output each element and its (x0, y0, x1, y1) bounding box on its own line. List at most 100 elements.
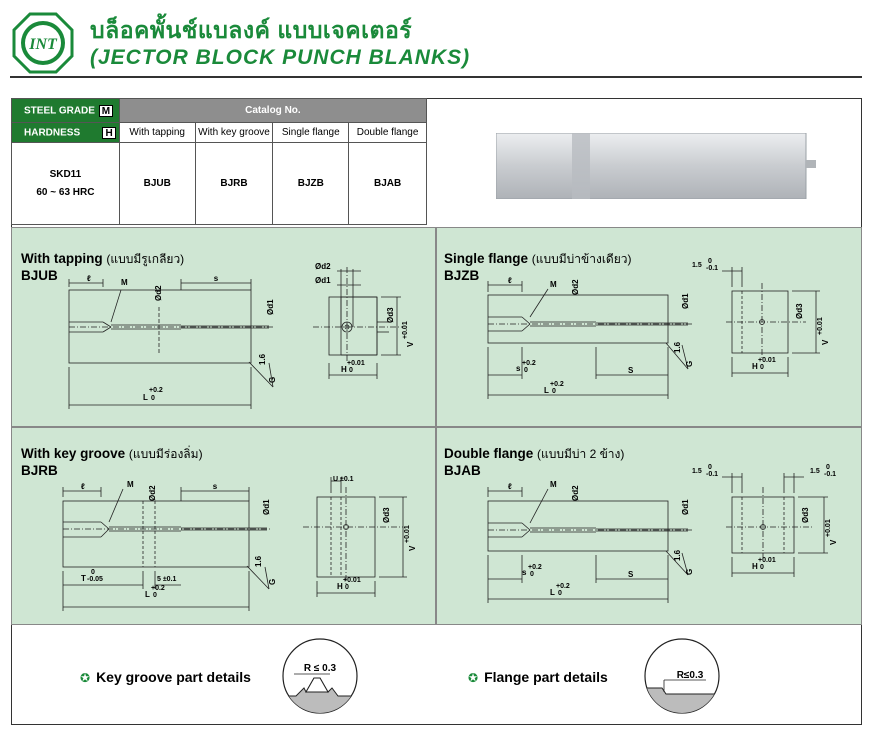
logo-text: INT (28, 36, 58, 53)
svg-text:ℓ: ℓ (87, 274, 91, 283)
svg-text:0: 0 (760, 564, 764, 571)
code-bjab: BJAB (348, 142, 427, 225)
title-thai: บล็อคพั้นช์แบลงค์ แบบเจคเตอร์ (90, 17, 413, 43)
drawing-double-flange: ℓ M Ød2 Ød1 1.6 G s+0.20 S L+0.20 1.50-0… (487, 464, 838, 603)
panel-single-flange (436, 227, 862, 427)
svg-text:L: L (550, 588, 555, 597)
svg-text:H: H (752, 362, 758, 371)
svg-text:1.6: 1.6 (673, 549, 682, 561)
svg-text:R ≤ 0.3: R ≤ 0.3 (304, 663, 337, 674)
svg-text:H: H (337, 582, 343, 591)
col-with-tapping: With tapping (118, 122, 196, 143)
svg-text:s: s (213, 482, 218, 491)
title-english: (JECTOR BLOCK PUNCH BLANKS) (90, 46, 471, 69)
col-key-groove: With key groove (194, 122, 274, 143)
svg-text:0: 0 (558, 590, 562, 597)
panel-title-key-groove: With key groove (แบบมีร่องลิ่ม) (21, 446, 203, 461)
key-groove-details: ✪Key groove part details (80, 669, 251, 685)
svg-text:+0.01: +0.01 (343, 577, 361, 584)
svg-text:S: S (628, 366, 634, 375)
svg-text:0: 0 (826, 464, 830, 471)
svg-text:L: L (143, 393, 148, 402)
svg-text:0: 0 (760, 364, 764, 371)
svg-text:5 ±0.1: 5 ±0.1 (157, 576, 177, 583)
code-bjzb: BJZB (272, 142, 350, 225)
header-rule (10, 76, 862, 78)
svg-text:Ød2: Ød2 (571, 279, 580, 295)
svg-text:G: G (685, 361, 694, 367)
svg-text:s: s (516, 364, 521, 373)
svg-text:1.5: 1.5 (810, 468, 820, 475)
svg-text:L: L (145, 590, 150, 599)
flange-detail-icon: R≤0.3 (644, 638, 720, 714)
catalog-no-header: Catalog No. (118, 98, 428, 123)
svg-text:T: T (81, 574, 86, 583)
drawing-key-groove: ℓ M s Ød2 Ød1 1.6 G T0-0.05 5 ±0.1 L+0.2… (62, 476, 417, 611)
svg-text:ℓ: ℓ (81, 482, 85, 491)
svg-text:M: M (550, 480, 557, 489)
panel-double-flange (436, 427, 862, 625)
svg-text:+0.2: +0.2 (528, 564, 542, 571)
col-single-flange: Single flange (272, 122, 350, 143)
svg-text:+0.2: +0.2 (149, 387, 163, 394)
svg-text:Ød3: Ød3 (795, 303, 804, 319)
svg-text:Ød2: Ød2 (315, 262, 331, 271)
svg-text:Ød3: Ød3 (801, 507, 810, 523)
code-bjub: BJUB (118, 142, 196, 225)
svg-text:V: V (406, 341, 415, 347)
svg-text:+0.2: +0.2 (556, 583, 570, 590)
svg-text:-0.1: -0.1 (706, 265, 718, 272)
panel-code-bjrb: BJRB (21, 463, 58, 478)
panel-code-bjzb: BJZB (444, 268, 480, 283)
svg-text:Ød3: Ød3 (382, 507, 391, 523)
svg-text:Ød2: Ød2 (571, 485, 580, 501)
svg-text:0: 0 (708, 258, 712, 265)
svg-text:0: 0 (349, 367, 353, 374)
svg-text:0: 0 (524, 367, 528, 374)
svg-text:G: G (268, 377, 277, 383)
svg-text:H: H (752, 562, 758, 571)
svg-text:Ød2: Ød2 (148, 485, 157, 501)
product-photo (496, 133, 816, 199)
key-groove-detail-icon: R ≤ 0.3 (282, 638, 358, 714)
svg-text:Ød1: Ød1 (315, 276, 331, 285)
svg-text:+0.01: +0.01 (758, 357, 776, 364)
svg-text:V: V (821, 339, 830, 345)
svg-text:+0.01: +0.01 (347, 360, 365, 367)
svg-text:Ød2: Ød2 (154, 285, 163, 301)
svg-text:G: G (268, 579, 277, 585)
svg-text:0: 0 (151, 395, 155, 402)
svg-text:Ød3: Ød3 (386, 307, 395, 323)
svg-text:M: M (121, 278, 128, 287)
drawing-single-flange: ℓ M Ød2 Ød1 1.6 G s+0.20 S L+0.20 1.50-0… (487, 258, 830, 399)
svg-text:1.5: 1.5 (692, 468, 702, 475)
bullet-icon: ✪ (468, 671, 479, 685)
svg-text:0: 0 (530, 571, 534, 578)
svg-text:0: 0 (153, 592, 157, 599)
svg-text:Ød1: Ød1 (681, 499, 690, 515)
svg-text:0: 0 (91, 569, 95, 576)
bullet-icon: ✪ (80, 671, 91, 685)
panel-title-tapping: With tapping (แบบมีรูเกลียว) (21, 251, 185, 266)
svg-text:s: s (522, 568, 527, 577)
svg-text:+0.01: +0.01 (825, 519, 832, 537)
svg-text:G: G (685, 569, 694, 575)
int-logo: INT (12, 12, 74, 74)
svg-text:S: S (628, 570, 634, 579)
panel-title-single-flange: Single flange (แบบมีบ่าข้างเดียว) (444, 251, 632, 266)
svg-text:0: 0 (552, 388, 556, 395)
svg-text:0: 0 (345, 584, 349, 591)
svg-text:+0.2: +0.2 (522, 360, 536, 367)
svg-text:V: V (829, 539, 838, 545)
svg-text:+0.01: +0.01 (758, 557, 776, 564)
panel-key-groove (11, 427, 436, 625)
svg-text:+0.2: +0.2 (151, 585, 165, 592)
svg-text:1.6: 1.6 (673, 341, 682, 353)
svg-text:Ød1: Ød1 (681, 293, 690, 309)
svg-text:U ±0.1: U ±0.1 (333, 476, 354, 483)
svg-text:Ød1: Ød1 (262, 499, 271, 515)
svg-text:ℓ: ℓ (508, 482, 512, 491)
